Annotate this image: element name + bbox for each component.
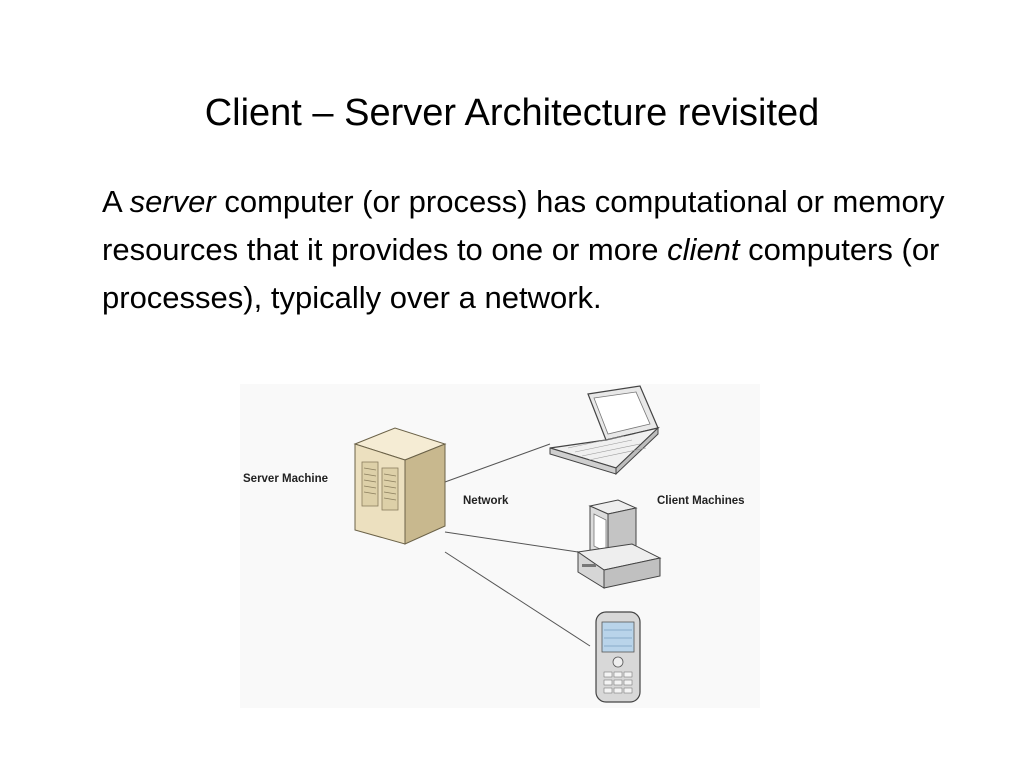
server-machine-label: Server Machine (243, 473, 329, 485)
slide-title: Client – Server Architecture revisited (204, 92, 820, 134)
desktop-computer-icon (576, 499, 662, 589)
network-line-phone (444, 551, 591, 647)
body-emphasis-server: server (129, 184, 216, 219)
server-tower-icon (353, 427, 447, 545)
client-machines-label: Client Machines (657, 495, 745, 507)
body-text-segment: A (102, 184, 130, 219)
body-text-segment: computer (or process) has computational … (102, 184, 945, 267)
laptop-icon (549, 385, 661, 476)
network-line-desktop (444, 531, 579, 553)
body-paragraph: A server computer (or process) has compu… (102, 178, 982, 322)
client-server-diagram: Server Machine Network Client Machines (240, 384, 760, 708)
diagram-canvas (353, 385, 662, 703)
body-emphasis-client: client (667, 232, 740, 267)
network-label: Network (463, 495, 509, 507)
mobile-phone-icon (595, 611, 641, 703)
network-line-laptop (444, 443, 551, 483)
body-text-segment: computers (or processes), typically over… (102, 232, 940, 315)
